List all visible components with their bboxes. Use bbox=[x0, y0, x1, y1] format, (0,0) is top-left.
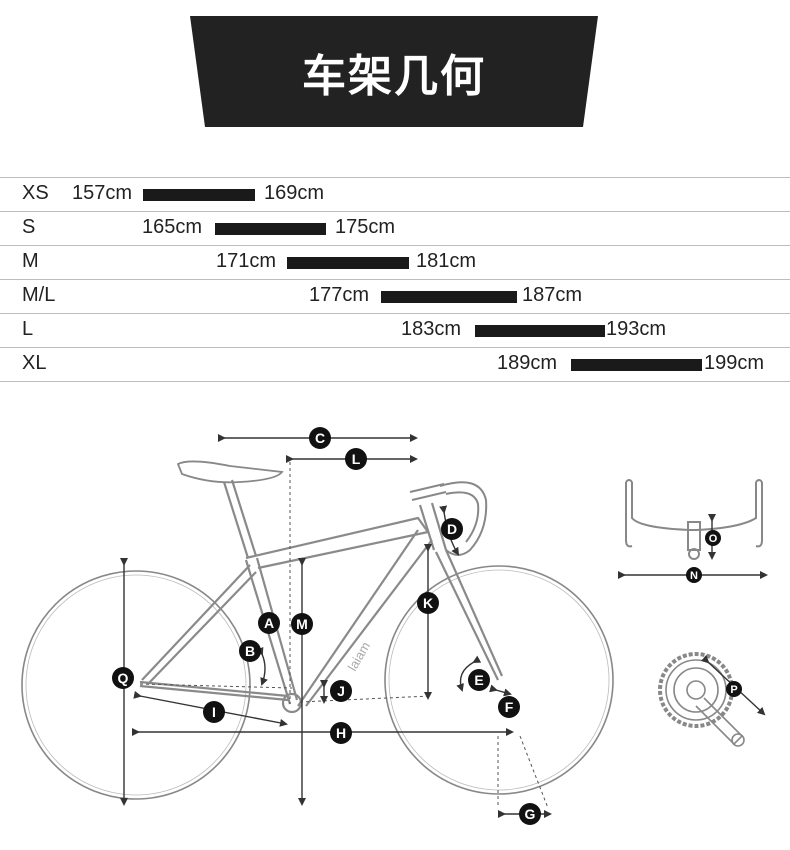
handlebar-callouts: O N bbox=[686, 530, 721, 583]
page-title: 车架几何 bbox=[302, 50, 486, 102]
size-table: XS 157cm 169cm S 165cm 175cm M 171cm 181… bbox=[0, 177, 790, 382]
svg-text:M: M bbox=[296, 616, 308, 632]
svg-text:C: C bbox=[315, 430, 325, 446]
header-banner: 车架几何 bbox=[190, 16, 598, 127]
geometry-diagram: laiam bbox=[0, 400, 790, 850]
size-row-l: L 183cm 193cm bbox=[0, 313, 790, 347]
callout-o: O bbox=[705, 530, 721, 546]
front-wheel bbox=[384, 565, 614, 795]
callout-e: E bbox=[468, 669, 490, 691]
svg-text:D: D bbox=[447, 521, 457, 537]
bike-geometry-svg: laiam bbox=[21, 427, 768, 825]
callout-f: F bbox=[498, 696, 520, 718]
size-row-ml: M/L 177cm 187cm bbox=[0, 279, 790, 313]
height-min: 157cm bbox=[72, 182, 133, 204]
svg-text:L: L bbox=[352, 451, 361, 467]
height-min: 183cm bbox=[401, 318, 462, 340]
height-range-bar bbox=[287, 257, 409, 269]
svg-text:Q: Q bbox=[118, 670, 129, 686]
callout-m: M bbox=[291, 613, 313, 635]
callout-k: K bbox=[417, 592, 439, 614]
height-max: 199cm bbox=[704, 352, 765, 374]
height-range-bar bbox=[381, 291, 517, 303]
callout-j: J bbox=[330, 680, 352, 702]
dimension-arrows bbox=[120, 434, 552, 818]
callout-b: B bbox=[239, 640, 261, 662]
size-label: S bbox=[22, 216, 36, 238]
handlebar-front-view bbox=[625, 479, 763, 560]
height-range-bar bbox=[215, 223, 326, 235]
svg-text:O: O bbox=[709, 533, 718, 545]
height-max: 181cm bbox=[416, 250, 477, 272]
crank-callouts: P bbox=[726, 681, 742, 697]
callouts: C L D K A M B Q E J F I H G bbox=[112, 427, 541, 825]
size-label: XS bbox=[22, 182, 49, 204]
height-max: 187cm bbox=[522, 284, 583, 306]
callout-g: G bbox=[519, 803, 541, 825]
rear-wheel bbox=[21, 570, 251, 800]
callout-d: D bbox=[441, 518, 463, 540]
height-range-bar bbox=[475, 325, 605, 337]
size-row-m: M 171cm 181cm bbox=[0, 245, 790, 279]
crankset bbox=[658, 652, 745, 747]
saddle bbox=[176, 460, 284, 484]
svg-text:I: I bbox=[212, 704, 216, 720]
height-range-bar bbox=[143, 189, 255, 201]
svg-text:K: K bbox=[423, 595, 433, 611]
reference-lines bbox=[139, 462, 549, 809]
size-label: XL bbox=[22, 352, 47, 374]
frame-brand-text: laiam bbox=[345, 639, 374, 673]
height-min: 165cm bbox=[142, 216, 203, 238]
size-row-xl: XL 189cm 199cm bbox=[0, 347, 790, 382]
size-row-xs: XS 157cm 169cm bbox=[0, 177, 790, 211]
callout-n: N bbox=[686, 567, 702, 583]
handlebar-arrows bbox=[618, 514, 768, 579]
svg-text:J: J bbox=[337, 683, 345, 699]
svg-text:F: F bbox=[505, 699, 514, 715]
handlebar bbox=[409, 481, 488, 556]
size-row-s: S 165cm 175cm bbox=[0, 211, 790, 245]
callout-a: A bbox=[258, 612, 280, 634]
size-label: M bbox=[22, 250, 39, 272]
callout-p: P bbox=[726, 681, 742, 697]
size-label: M/L bbox=[22, 284, 56, 306]
bike-frame bbox=[139, 479, 504, 714]
svg-text:A: A bbox=[264, 615, 274, 631]
svg-text:G: G bbox=[525, 806, 536, 822]
height-range-bar bbox=[571, 359, 702, 371]
height-max: 175cm bbox=[335, 216, 396, 238]
size-label: L bbox=[22, 318, 34, 340]
banner-shape bbox=[190, 16, 598, 127]
height-min: 171cm bbox=[216, 250, 277, 272]
callout-c: C bbox=[309, 427, 331, 449]
height-max: 169cm bbox=[264, 182, 325, 204]
svg-text:B: B bbox=[245, 643, 255, 659]
height-min: 177cm bbox=[309, 284, 370, 306]
svg-text:N: N bbox=[690, 570, 698, 582]
callout-l: L bbox=[345, 448, 367, 470]
height-min: 189cm bbox=[497, 352, 558, 374]
height-max: 193cm bbox=[606, 318, 667, 340]
svg-text:E: E bbox=[474, 672, 483, 688]
callout-q: Q bbox=[112, 667, 134, 689]
callout-h: H bbox=[330, 722, 352, 744]
svg-text:H: H bbox=[336, 725, 346, 741]
callout-i: I bbox=[203, 701, 225, 723]
svg-text:P: P bbox=[730, 684, 737, 696]
